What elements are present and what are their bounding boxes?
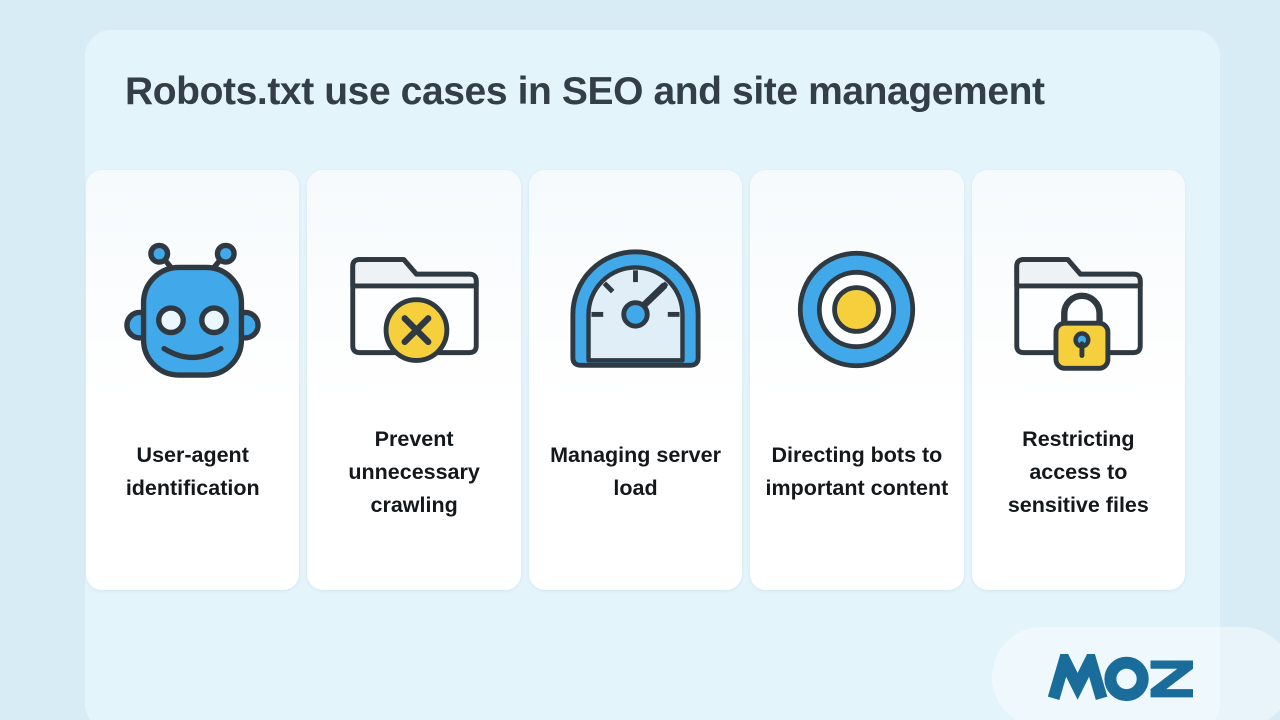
card-label: Managing server load (550, 443, 721, 500)
card-label: Prevent unnecessary crawling (348, 426, 480, 517)
use-case-card-restrict-access: Restricting access to sensitive files (971, 170, 1186, 590)
use-case-card-user-agent: User-agent identification (86, 170, 300, 590)
card-label: Directing bots to important content (765, 443, 949, 500)
card-label: User-agent identification (125, 443, 260, 500)
locked-folder-icon (1005, 238, 1152, 380)
target-icon (785, 238, 928, 380)
use-case-card-server-load: Managing server load (528, 170, 743, 590)
speedometer-icon (562, 238, 709, 380)
robot-icon (119, 238, 266, 380)
page-title: Robots.txt use cases in SEO and site man… (125, 70, 1045, 113)
use-case-card-prevent-crawling: Prevent unnecessary crawling (307, 170, 521, 590)
use-case-cards-row: User-agent identification Prevent unnece… (86, 170, 1186, 590)
blocked-folder-icon (341, 238, 488, 380)
card-label: Restricting access to sensitive files (1007, 426, 1149, 517)
use-case-card-directing-bots: Directing bots to important content (750, 170, 964, 590)
moz-logo (1045, 644, 1197, 707)
